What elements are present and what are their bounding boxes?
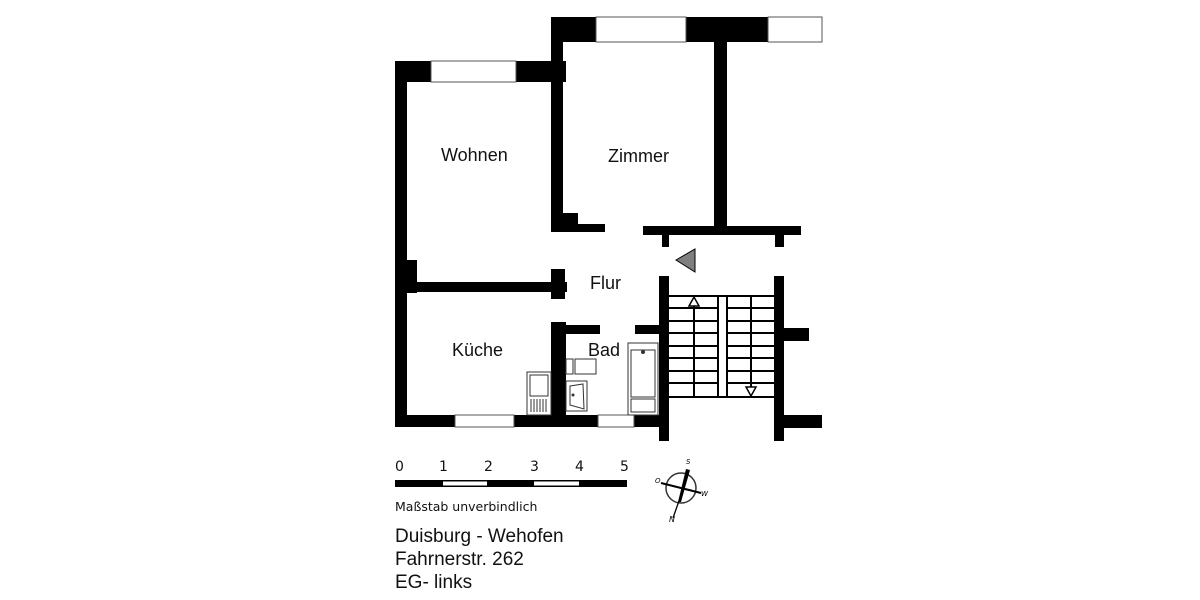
windows <box>430 16 823 428</box>
scale-tick-1: 1 <box>439 459 448 475</box>
room-label-wohnen: Wohnen <box>441 145 508 165</box>
scale-disclaimer: Maßstab unverbindlich <box>395 499 538 514</box>
address-unit: EG- links <box>395 572 473 593</box>
toilet-icon <box>565 380 588 412</box>
stair-down-arrow-icon <box>744 386 758 398</box>
scale-tick-2: 2 <box>484 459 493 475</box>
staircase <box>669 295 774 398</box>
window-kueche <box>454 414 515 428</box>
address-block: Duisburg - Wehofen Fahrnerstr. 262 EG- l… <box>395 525 564 594</box>
bathtub-icon <box>627 342 659 416</box>
scale-tick-3: 3 <box>530 459 539 475</box>
window-zimmer-2 <box>767 16 823 43</box>
compass-south-label: S <box>686 458 691 466</box>
compass-icon <box>660 469 702 519</box>
scale-tick-0: 0 <box>395 459 404 475</box>
room-label-zimmer: Zimmer <box>608 146 669 166</box>
room-label-bad: Bad <box>588 340 621 360</box>
bathroom-fixtures <box>565 342 659 416</box>
stove-icon <box>526 371 552 416</box>
stair-up-arrow-icon <box>687 295 701 307</box>
scale-tick-4: 4 <box>575 459 584 475</box>
window-zimmer-1 <box>595 16 687 43</box>
room-label-flur: Flur <box>590 273 621 293</box>
washer-icon <box>565 358 574 375</box>
walls <box>395 17 822 441</box>
scale-tick-5: 5 <box>620 459 629 475</box>
address-city: Duisburg - Wehofen <box>395 526 564 547</box>
compass-west-label: W <box>701 490 708 498</box>
window-bad <box>597 414 635 428</box>
room-label-kueche: Küche <box>452 340 504 360</box>
window-wohnen <box>430 60 517 83</box>
scale-bar <box>395 480 627 487</box>
sink-icon <box>574 358 597 375</box>
compass-east-label: O <box>655 477 661 485</box>
address-street: Fahrnerstr. 262 <box>395 549 524 570</box>
entrance-arrow-icon <box>675 248 696 273</box>
compass-north-label: N <box>669 515 675 524</box>
